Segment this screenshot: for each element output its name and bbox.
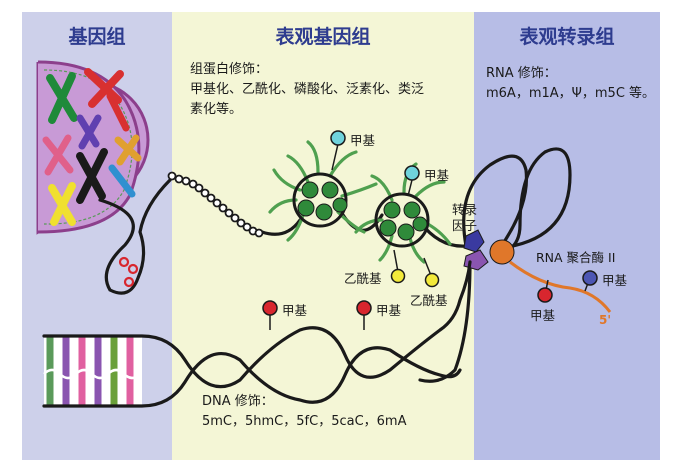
dna-mod-list: 5mC，5hmC，5fC，5caC，6mA [202,412,406,431]
histone-methyl-label-2: 甲基 [424,165,449,184]
dna-methyl-label-2: 甲基 [376,300,401,319]
rna-methyl-label-2: 甲基 [602,270,627,289]
acetyl-label-2: 乙酰基 [410,290,448,309]
rna-methyl-label-1: 甲基 [530,305,555,324]
header-epigenome: 表观基因组 [172,22,474,49]
rna-mod-list: m6A，m1A，Ψ，m5C 等。 [486,84,655,103]
dna-mod-title: DNA 修饰： [202,392,274,411]
rna-polymerase-ii [490,240,514,264]
rna-pol-label: RNA 聚合酶 II [536,247,615,266]
histone-mod-line1: 甲基化、乙酰化、磷酸化、泛素化、类泛 [190,80,424,99]
histone-methyl-label-1: 甲基 [350,130,375,149]
tf-label-line2: 因子 [452,215,477,234]
dna-methyl-label-1: 甲基 [282,300,307,319]
histone-mod-line2: 素化等。 [190,100,242,119]
five-prime-label: 5' [599,313,611,327]
acetyl-label-1: 乙酰基 [344,268,382,287]
histone-mod-title: 组蛋白修饰： [190,60,268,79]
rna-mod-title: RNA 修饰： [486,64,557,83]
header-epitranscriptome: 表观转录组 [474,22,660,49]
header-genome: 基因组 [22,22,172,49]
